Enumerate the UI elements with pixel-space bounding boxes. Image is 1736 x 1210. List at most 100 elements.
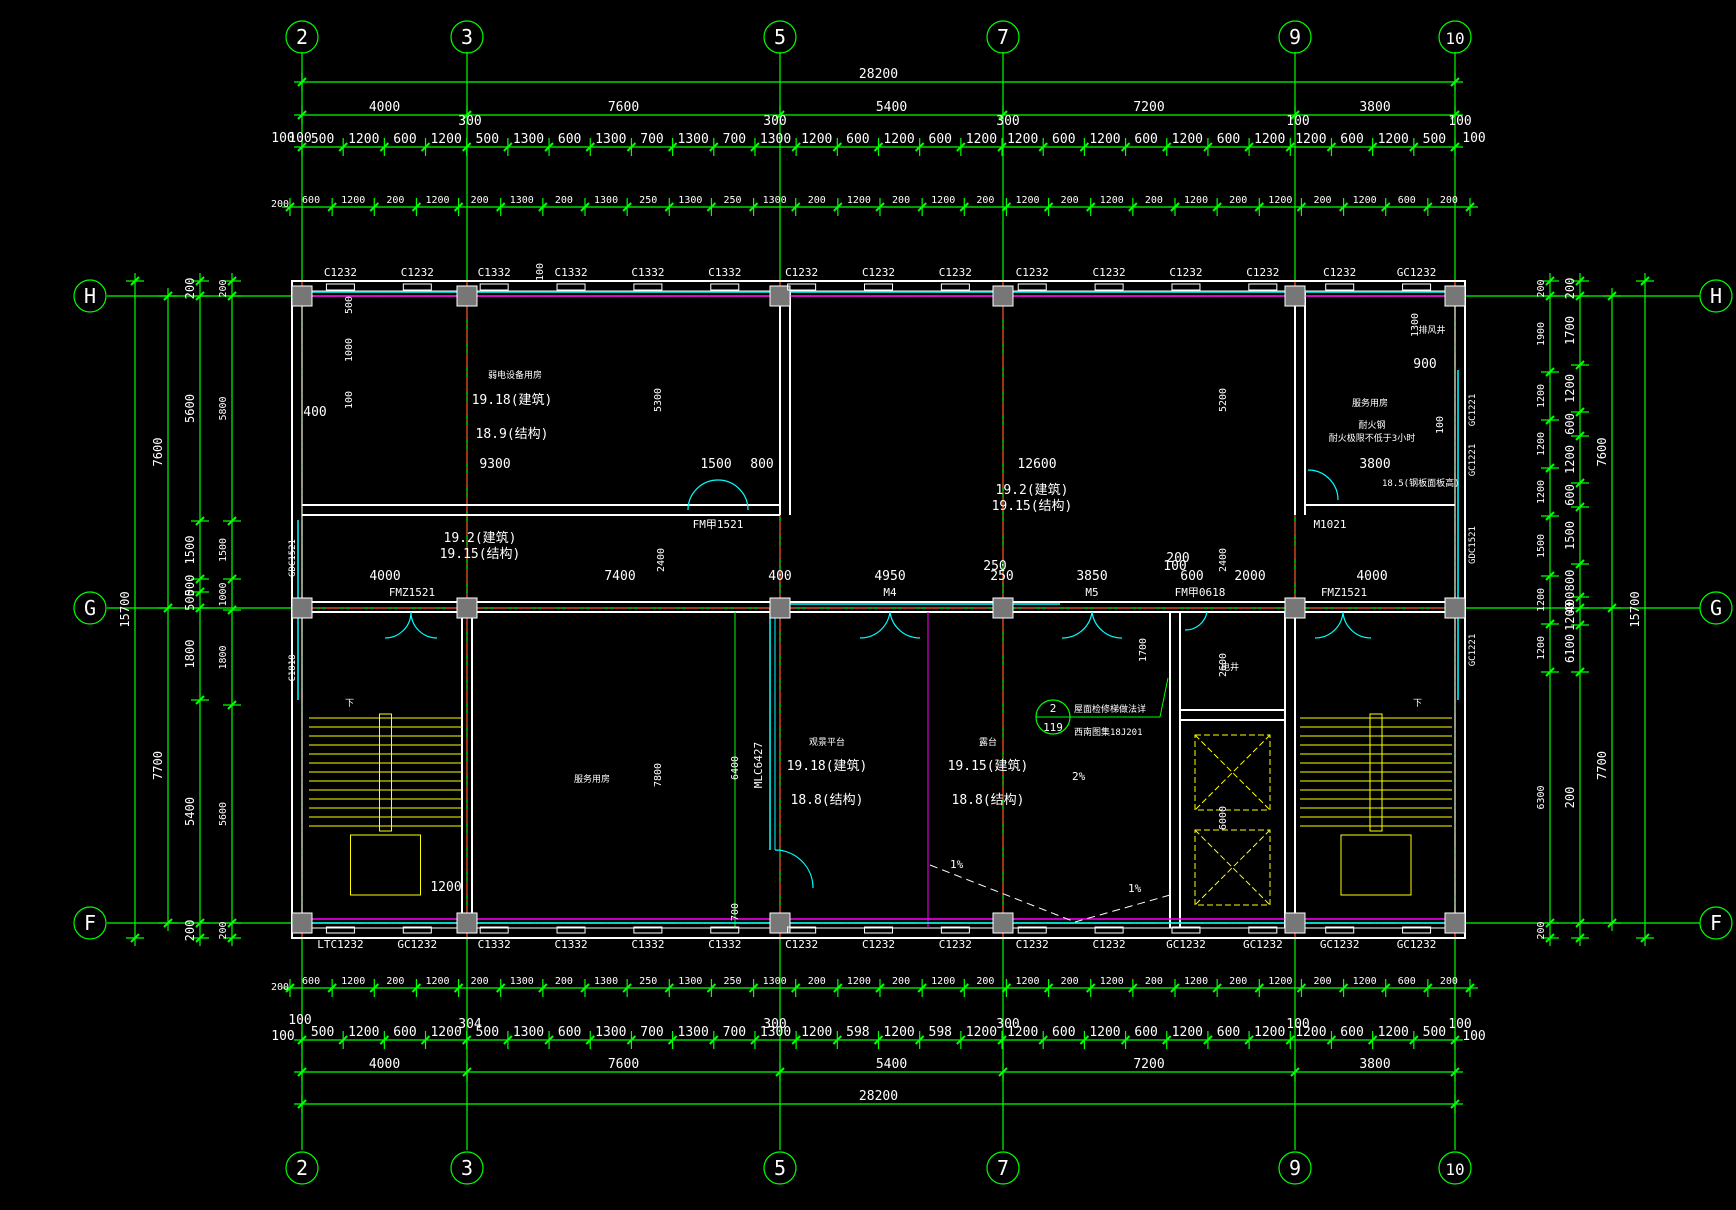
bottom-piers-slash-19 <box>1086 983 1096 993</box>
right-sub-slash-3 <box>1575 407 1585 417</box>
axis-label-col-9-bottom: 9 <box>1289 1156 1301 1180</box>
top-piers-text-17: 1200 <box>1015 195 1039 206</box>
bottom-offset-5: 100 <box>1448 1017 1471 1032</box>
bottom-windows-text-23: 1200 <box>1254 1025 1285 1040</box>
axis-bubble-col-3-top <box>450 20 484 54</box>
room-ventilation-name: 排风井 <box>1418 324 1445 336</box>
window-top-mark-5 <box>710 283 740 291</box>
top-piers-slash-24 <box>1296 202 1307 212</box>
bottom-piers-text-26: 600 <box>1398 976 1416 987</box>
top-piers-text-2: 200 <box>386 195 404 206</box>
bottom-windows-text-10: 700 <box>723 1025 746 1040</box>
top-piers-text-12: 200 <box>808 195 826 206</box>
door-swing-mlc <box>774 849 814 889</box>
detail-text-2: 西南图集18J201 <box>1074 726 1143 738</box>
column-14 <box>1284 912 1306 934</box>
top-windows-text-6: 600 <box>558 132 581 147</box>
bottom-piers-slash-15 <box>917 983 927 993</box>
left-detail-slash-5 <box>227 700 237 710</box>
inner-dim-1: 1500 <box>700 457 731 472</box>
bottom-piers-slash-13 <box>833 983 843 993</box>
left-detail-slash-3 <box>227 574 237 584</box>
inner-dim-30: 500 <box>344 296 355 314</box>
right-sub-slash-11 <box>1575 667 1585 677</box>
column-8 <box>769 912 791 934</box>
bottom-windows-text-26: 1200 <box>1378 1025 1409 1040</box>
axis-label-col-9-top: 9 <box>1289 25 1301 49</box>
top-windows-text-23: 1200 <box>1254 132 1285 147</box>
bottom-windows-slash-24 <box>1285 1035 1295 1045</box>
door-swing-m5-b <box>1091 611 1123 639</box>
right-sub-text-0: 200 <box>1563 278 1577 300</box>
top-windows-text-18: 600 <box>1052 132 1075 147</box>
bottom-piers-text-24: 200 <box>1313 976 1331 987</box>
bottom-offset-0: 100 <box>288 1013 311 1028</box>
top-piers-text-0: 600 <box>302 195 320 206</box>
right-detail-slash-4 <box>1545 463 1555 473</box>
left-sub-slash-8 <box>195 933 205 943</box>
axis-label-col-2-bottom: 2 <box>296 1156 308 1180</box>
column-7 <box>769 597 791 619</box>
top-windows-text-21: 1200 <box>1172 132 1203 147</box>
room-platform-elev-struct: 18.8(结构) <box>791 793 864 808</box>
edge-elevation-label: 18.5(钢板面板高) <box>1382 477 1460 489</box>
door-swing-m1021 <box>1307 469 1339 501</box>
right-detail-slash-0 <box>1545 276 1555 286</box>
bottom-windows-slash-12 <box>791 1035 801 1045</box>
window-top-7: C1232 <box>862 266 895 279</box>
bottom-windows-text-5: 1300 <box>513 1025 544 1040</box>
right-sub-text-11: 200 <box>1563 787 1577 809</box>
slope-1pct-a: 1% <box>950 858 964 871</box>
top-windows-slash-3 <box>420 142 431 152</box>
top-windows-slash-6 <box>544 142 554 152</box>
left-sub-text-3: 500 <box>183 575 197 597</box>
left-sub-slash-6 <box>195 695 205 705</box>
axis-label-row-G-left: G <box>84 596 96 620</box>
bottom-windows-slash-1 <box>338 1035 348 1045</box>
room-service-note1: 耐火钢 <box>1358 419 1385 431</box>
window-top-13: C1232 <box>1323 266 1356 279</box>
inner-dim-31: 1000 <box>344 338 355 362</box>
window-top-mark-12 <box>1248 283 1278 291</box>
left-detail-text-5: 5600 <box>218 802 229 826</box>
left-detail-text-6: 200 <box>218 921 229 939</box>
column-3 <box>456 285 478 307</box>
axis-label-row-F-left: F <box>84 911 96 935</box>
column-13 <box>1284 597 1306 619</box>
axis-label-col-3-top: 3 <box>461 25 473 49</box>
right-sub-text-7: 800 <box>1563 570 1577 592</box>
bottom-windows-slash-14 <box>873 1035 884 1045</box>
top-windows-slash-7 <box>585 142 595 152</box>
door-swing-fm2 <box>1184 611 1208 631</box>
inner-dim-12: 4950 <box>874 569 905 584</box>
door-c1818: C1818 <box>288 654 298 681</box>
right-sub-slash-0 <box>1575 276 1585 286</box>
bottom-windows-slash-17 <box>997 1035 1007 1045</box>
inner-dim-21: 1700 <box>1138 638 1149 662</box>
bottom-windows-text-19: 1200 <box>1089 1025 1120 1040</box>
right-sub-slash-6 <box>1575 502 1585 512</box>
inner-dim-11: 400 <box>768 569 791 584</box>
top-piers-text-4: 200 <box>471 195 489 206</box>
bottom-piers-text-14: 200 <box>892 976 910 987</box>
axis-bubble-col-7-top <box>986 20 1020 54</box>
bottom-offset-4: 100 <box>1286 1017 1309 1032</box>
window-top-9: C1232 <box>1016 266 1049 279</box>
axis-bubble-col-5-top <box>763 20 797 54</box>
bottom-windows-text-8: 700 <box>640 1025 663 1040</box>
elevator-1 <box>1194 734 1271 811</box>
right-sub-text-10: 6100 <box>1563 634 1577 663</box>
detail-number: 2 <box>1050 702 1057 715</box>
axis-bubble-row-H-right <box>1699 279 1733 313</box>
top-piers-text-22: 200 <box>1229 195 1247 206</box>
top-windows-slash-10 <box>709 142 719 152</box>
bottom-windows-slash-16 <box>956 1035 966 1045</box>
right-spans-text-1: 7700 <box>1595 751 1609 780</box>
axis-label-col-5-bottom: 5 <box>774 1156 786 1180</box>
stair-right-landing <box>1340 834 1412 896</box>
top-offset-4: 100 <box>1286 114 1309 129</box>
right-detail-slash-10 <box>1545 933 1555 943</box>
right-sub-slash-4 <box>1575 431 1585 441</box>
bottom-piers-slash-1 <box>327 983 337 993</box>
top-piers-slash-10 <box>706 202 717 212</box>
